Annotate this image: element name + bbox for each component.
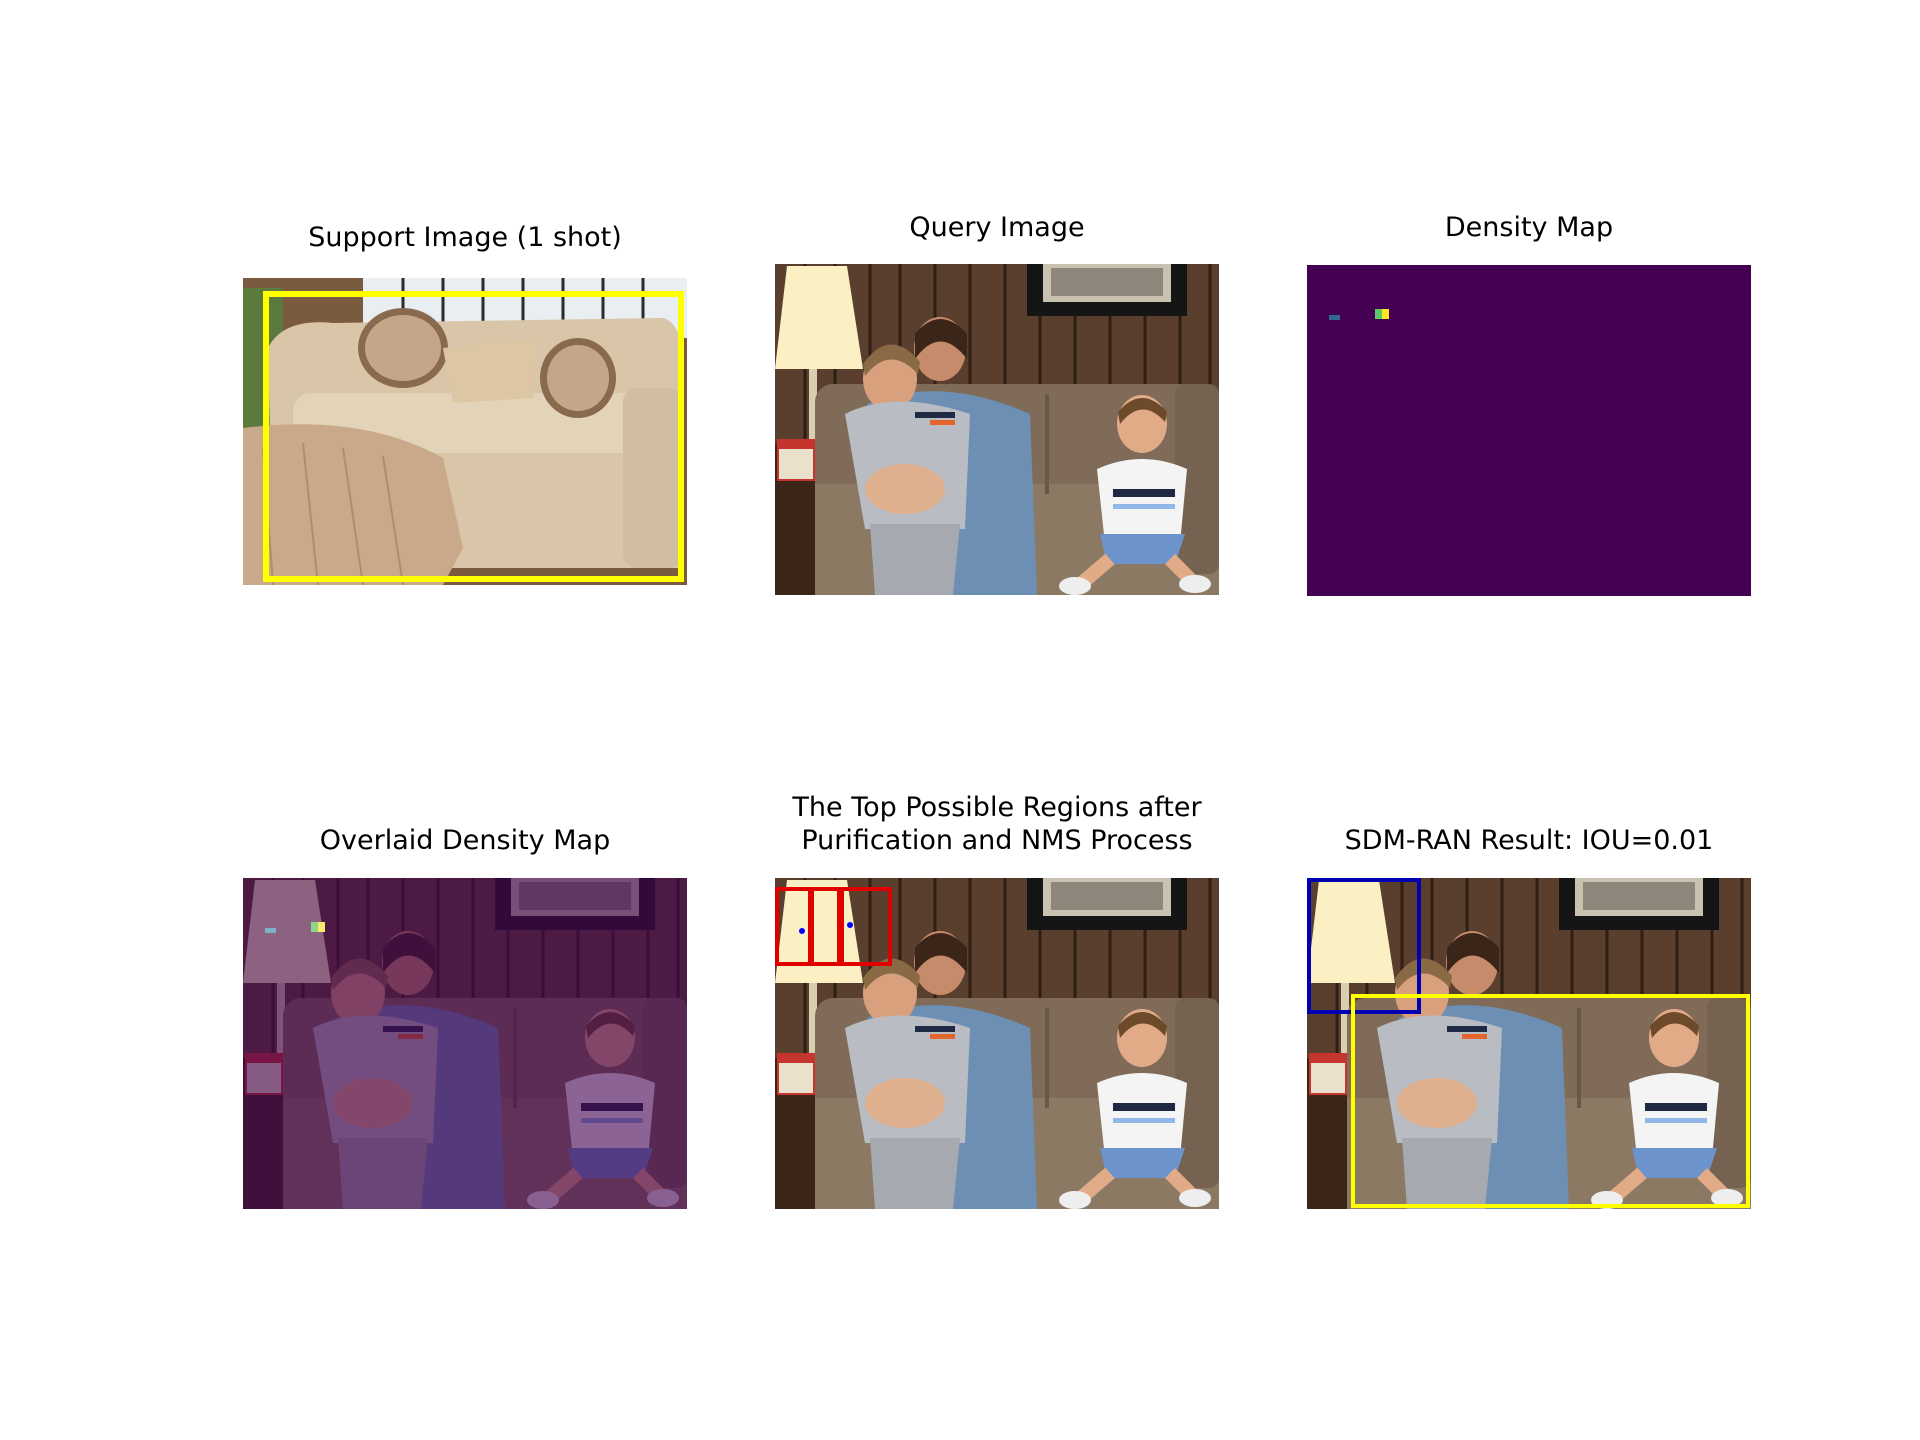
support-image-title: Support Image (1 shot)	[308, 222, 622, 253]
density-blob-left	[1329, 315, 1340, 320]
query-image	[775, 264, 1219, 595]
support-image	[243, 278, 687, 585]
density-blob-right-yellow	[1382, 309, 1389, 319]
support-bounding-box	[263, 291, 684, 582]
top-regions-title-line2: Purification and NMS Process	[801, 825, 1193, 856]
result-title: SDM-RAN Result: IOU=0.01	[1344, 825, 1714, 856]
overlaid-density-title: Overlaid Density Map	[319, 825, 611, 856]
candidate-box-3	[808, 887, 844, 966]
density-map-title: Density Map	[1444, 212, 1614, 243]
density-map	[1307, 265, 1751, 596]
candidate-center-1	[799, 928, 805, 934]
density-blob-right-green	[1375, 309, 1382, 319]
result-image	[1307, 878, 1751, 1209]
predicted-box	[1307, 878, 1421, 1014]
ground-truth-box	[1351, 994, 1750, 1208]
overlaid-density-image	[243, 878, 687, 1209]
query-image-title: Query Image	[909, 212, 1085, 243]
candidate-center-2	[847, 922, 853, 928]
top-regions-image	[775, 878, 1219, 1209]
top-regions-title-line1: The Top Possible Regions after	[792, 792, 1202, 823]
